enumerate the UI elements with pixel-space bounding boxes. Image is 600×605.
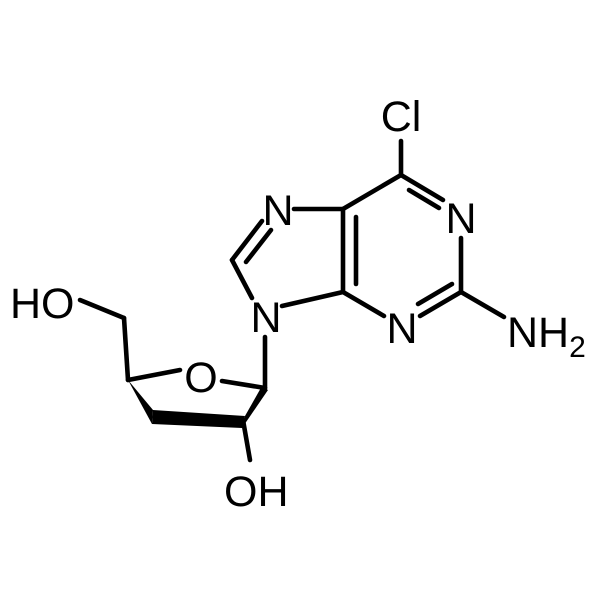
- bond-c8-n9: [229, 257, 255, 301]
- bond-c6-n1-inner: [406, 187, 442, 211]
- bond-c2prime-oh: [240, 417, 253, 463]
- wedge-c3prime-c2prime: [152, 410, 245, 428]
- bond-c2-n3-inner: [415, 281, 455, 307]
- bond-o4prime-c4prime: [125, 367, 183, 383]
- bond-c6-n1: [398, 172, 446, 203]
- bond-c5prime-ho: [77, 297, 127, 321]
- atom-hydroxymethyl-ho: HO: [10, 280, 75, 328]
- amine-nh-label: NH: [507, 309, 569, 357]
- bond-n7-c8: [229, 218, 265, 263]
- bond-c2-n3: [417, 289, 464, 319]
- atom-hydroxyl-oh: OH: [224, 468, 289, 516]
- wedge-c2prime-c1prime: [242, 386, 268, 428]
- atom-amine: NH2: [507, 309, 586, 364]
- atom-n-glycosidic: N: [250, 294, 281, 342]
- wedge-c4prime-c3prime: [128, 380, 153, 424]
- amine-subscript: 2: [569, 331, 586, 364]
- atom-chlorine: Cl: [381, 93, 422, 141]
- atom-n-pyrimidine-bottom: N: [386, 305, 417, 353]
- atom-ring-oxygen: O: [184, 354, 217, 402]
- bond-c5-c6: [340, 172, 404, 212]
- bond-c4prime-c5prime: [121, 315, 131, 383]
- bond-n9-c4: [279, 289, 346, 309]
- wedge-bonds: [128, 380, 268, 428]
- bond-n3-c4: [340, 289, 387, 319]
- bond-n7-c8-inner: [243, 227, 274, 265]
- bond-c1prime-o4prime: [219, 378, 268, 391]
- bonds: [77, 138, 507, 463]
- atom-labels: Cl N N N N NH2 O HO OH: [10, 93, 586, 516]
- bond-c2-nh2: [458, 289, 507, 320]
- atom-n-purine-top: N: [262, 187, 293, 235]
- atom-n-pyrimidine-right: N: [445, 195, 476, 243]
